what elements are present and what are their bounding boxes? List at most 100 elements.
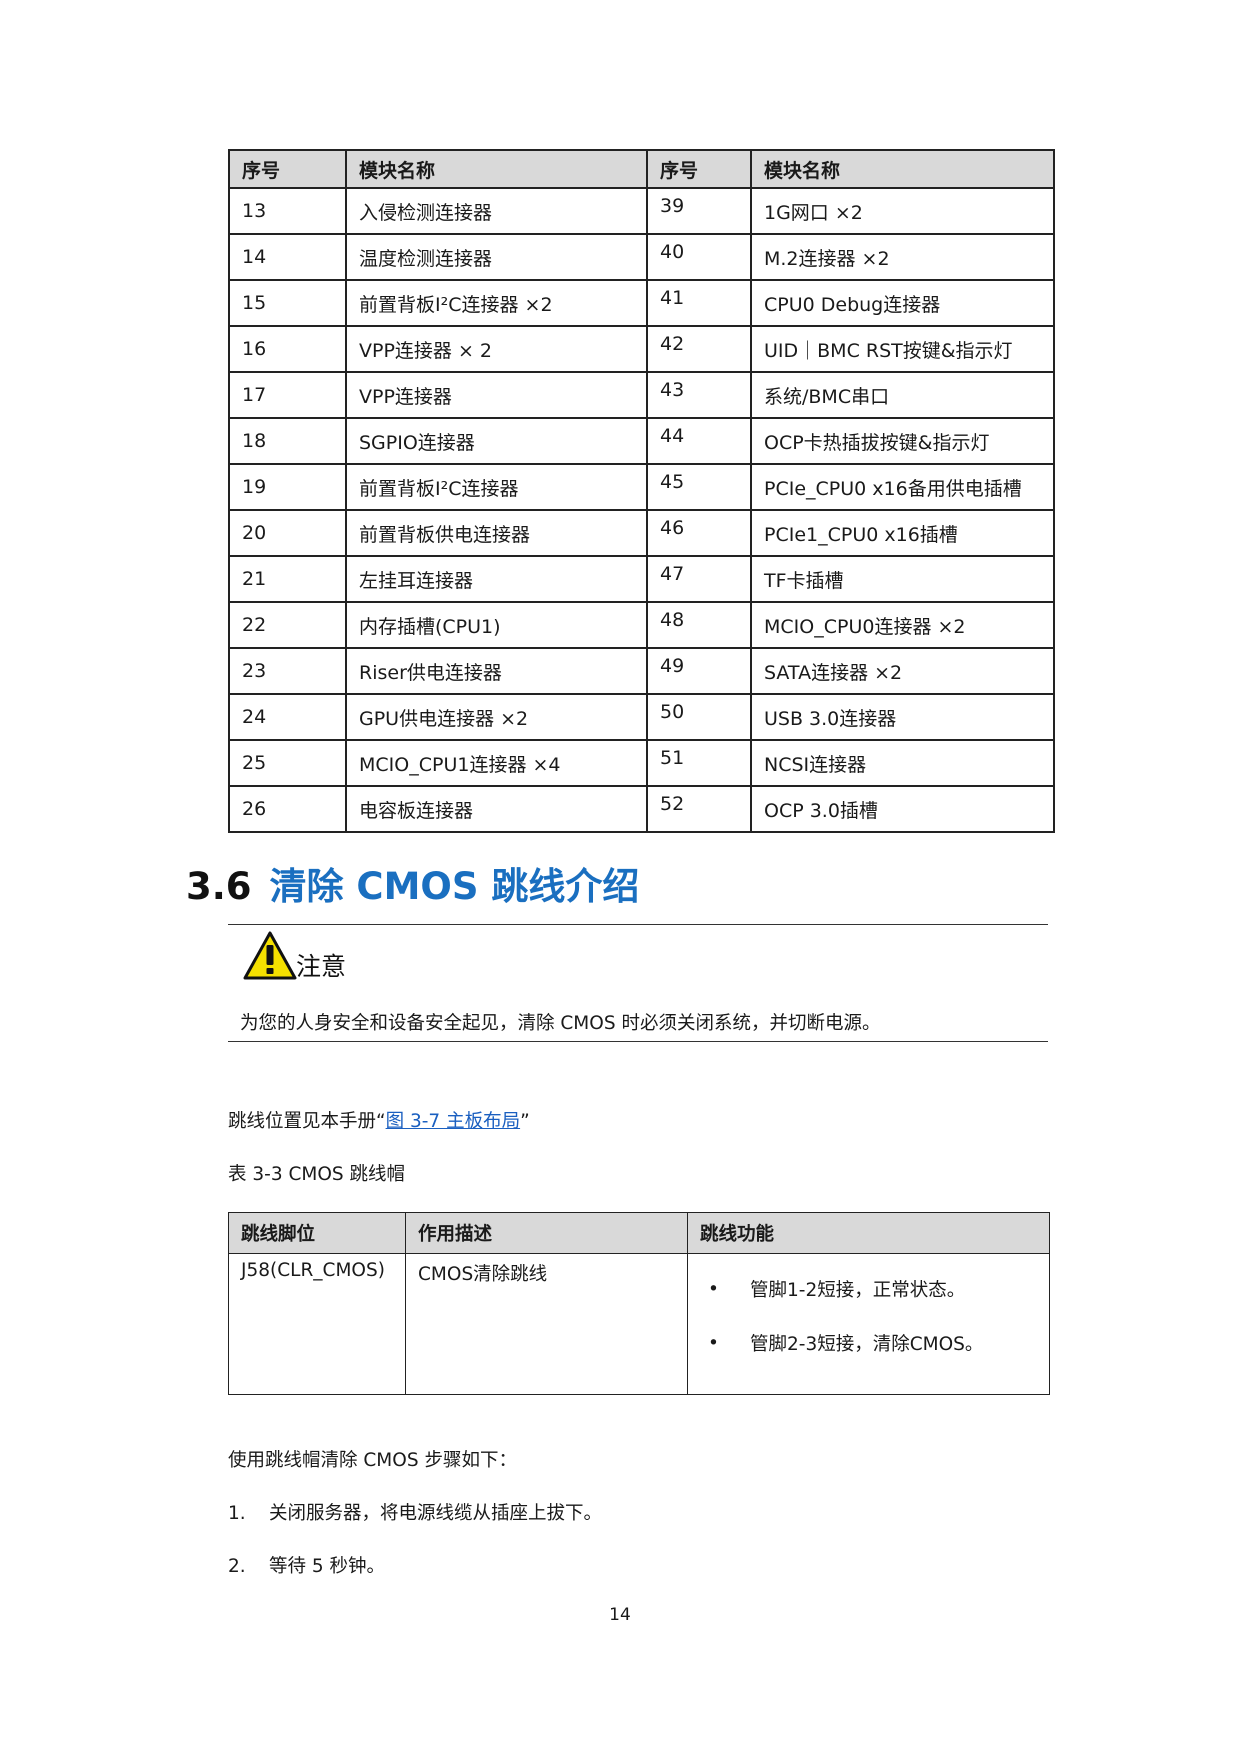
jumper-location-paragraph: 跳线位置见本手册“图 3-7 主板布局”	[228, 1107, 530, 1133]
module-name-left: 电容板连接器	[345, 785, 648, 833]
row-number-right: 46	[646, 509, 752, 557]
warning-triangle-icon	[243, 931, 297, 980]
module-name-left: 前置背板供电连接器	[345, 509, 648, 557]
list-item: • 管脚1-2短接，正常状态。	[700, 1274, 1037, 1304]
figure-link[interactable]: 图 3-7 主板布局	[385, 1111, 521, 1132]
row-number-right: 51	[646, 739, 752, 787]
jumper-function-cell: • 管脚1-2短接，正常状态。 • 管脚2-3短接，清除CMOS。	[687, 1253, 1050, 1395]
row-number-left: 21	[228, 555, 347, 603]
module-name-left: VPP连接器	[345, 371, 648, 419]
module-name-left: 内存插槽(CPU1)	[345, 601, 648, 649]
step-number: 2.	[228, 1556, 246, 1577]
module-name-right: PCIe_CPU0 x16备用供电插槽	[750, 463, 1055, 511]
row-number-right: 43	[646, 371, 752, 419]
jumper-description: CMOS清除跳线	[405, 1253, 688, 1395]
row-number-right: 50	[646, 693, 752, 741]
row-number-left: 17	[228, 371, 347, 419]
module-name-left: Riser供电连接器	[345, 647, 648, 695]
module-name-left: 左挂耳连接器	[345, 555, 648, 603]
row-number-left: 20	[228, 509, 347, 557]
caution-box: 注意 为您的人身安全和设备安全起见，清除 CMOS 时必须关闭系统，并切断电源。	[228, 924, 1048, 1042]
step-text: 等待 5 秒钟。	[269, 1556, 386, 1577]
row-number-right: 47	[646, 555, 752, 603]
row-number-right: 52	[646, 785, 752, 833]
module-name-left: 温度检测连接器	[345, 233, 648, 281]
row-number-left: 18	[228, 417, 347, 465]
row-number-left: 19	[228, 463, 347, 511]
module-name-right: MCIO_CPU0连接器 ×2	[750, 601, 1055, 649]
module-name-right: PCIe1_CPU0 x16插槽	[750, 509, 1055, 557]
function-text: 管脚1-2短接，正常状态。	[750, 1280, 966, 1301]
row-number-left: 25	[228, 739, 347, 787]
reference-prefix: 跳线位置见本手册“	[228, 1111, 386, 1132]
bullet: •	[708, 1278, 719, 1300]
step-2: 2. 等待 5 秒钟。	[228, 1552, 385, 1578]
jumper-pin: J58(CLR_CMOS)	[228, 1253, 406, 1395]
table-caption: 表 3-3 CMOS 跳线帽	[228, 1164, 406, 1185]
module-name-right: OCP 3.0插槽	[750, 785, 1055, 833]
header-name-left: 模块名称	[345, 149, 648, 189]
row-number-right: 41	[646, 279, 752, 327]
header-description: 作用描述	[405, 1212, 688, 1254]
reference-suffix: ”	[520, 1111, 530, 1132]
module-name-right: NCSI连接器	[750, 739, 1055, 787]
module-name-right: USB 3.0连接器	[750, 693, 1055, 741]
module-table-header: 序号 模块名称 序号 模块名称	[228, 149, 1055, 189]
row-number-right: 39	[646, 187, 752, 235]
header-seq-left: 序号	[228, 149, 347, 189]
row-number-left: 13	[228, 187, 347, 235]
module-name-right: CPU0 Debug连接器	[750, 279, 1055, 327]
row-number-left: 14	[228, 233, 347, 281]
module-name-left: GPU供电连接器 ×2	[345, 693, 648, 741]
module-name-left: 入侵检测连接器	[345, 187, 648, 235]
row-number-left: 24	[228, 693, 347, 741]
jumper-table-header: 跳线脚位 作用描述 跳线功能	[228, 1212, 1050, 1254]
module-name-left: 前置背板I²C连接器 ×2	[345, 279, 648, 327]
module-name-right: 1G网口 ×2	[750, 187, 1055, 235]
module-name-right: SATA连接器 ×2	[750, 647, 1055, 695]
step-text: 关闭服务器，将电源线缆从插座上拔下。	[269, 1503, 603, 1524]
row-number-right: 49	[646, 647, 752, 695]
module-name-left: 前置背板I²C连接器	[345, 463, 648, 511]
module-name-right: TF卡插槽	[750, 555, 1055, 603]
caution-text: 为您的人身安全和设备安全起见，清除 CMOS 时必须关闭系统，并切断电源。	[240, 1013, 881, 1034]
steps-intro: 使用跳线帽清除 CMOS 步骤如下：	[228, 1450, 517, 1471]
module-name-right: 系统/BMC串口	[750, 371, 1055, 419]
caution-label: 注意	[296, 952, 347, 981]
bullet: •	[708, 1332, 719, 1354]
row-number-right: 40	[646, 233, 752, 281]
module-name-left: VPP连接器 × 2	[345, 325, 648, 373]
function-text: 管脚2-3短接，清除CMOS。	[750, 1334, 984, 1355]
row-number-right: 45	[646, 463, 752, 511]
header-function: 跳线功能	[687, 1212, 1050, 1254]
row-number-left: 16	[228, 325, 347, 373]
module-name-right: OCP卡热插拔按键&指示灯	[750, 417, 1055, 465]
row-number-right: 48	[646, 601, 752, 649]
page-number: 14	[609, 1605, 631, 1625]
row-number-left: 26	[228, 785, 347, 833]
module-name-right: M.2连接器 ×2	[750, 233, 1055, 281]
table-row: J58(CLR_CMOS) CMOS清除跳线 • 管脚1-2短接，正常状态。 •…	[228, 1253, 1050, 1395]
cmos-jumper-table: 跳线脚位 作用描述 跳线功能 J58(CLR_CMOS) CMOS清除跳线 • …	[228, 1212, 1050, 1395]
section-title: 清除 CMOS 跳线介绍	[269, 865, 640, 908]
step-1: 1.关闭服务器，将电源线缆从插座上拔下。	[228, 1499, 602, 1525]
section-number: 3.6	[186, 865, 252, 908]
row-number-right: 44	[646, 417, 752, 465]
row-number-left: 22	[228, 601, 347, 649]
